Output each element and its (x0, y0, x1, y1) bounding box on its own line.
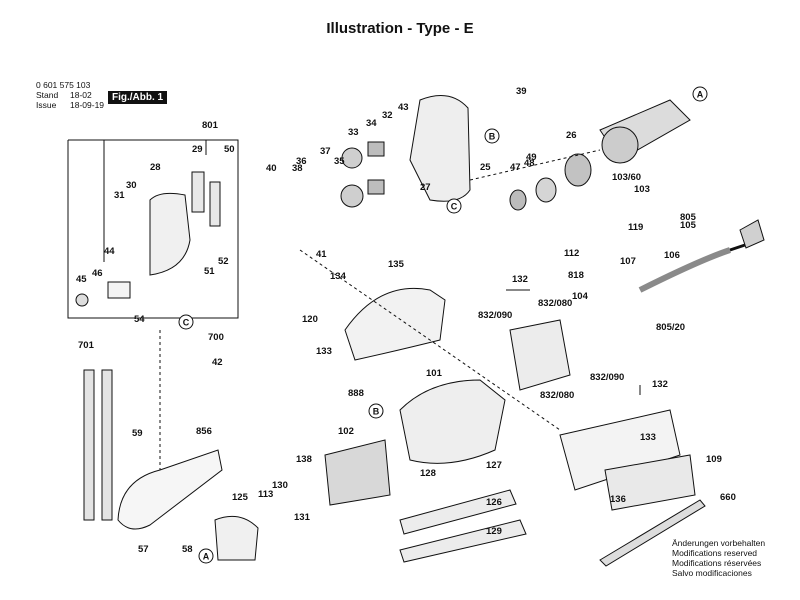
callout-circle (446, 198, 462, 214)
part-label: 130 (272, 480, 288, 491)
part-label: 27 (420, 182, 431, 193)
part-label: 832/090 (478, 310, 512, 321)
callout-letter: A (697, 90, 704, 100)
part-label: 818 (568, 270, 584, 281)
part-label: 52 (218, 256, 229, 267)
part-label: 888 (348, 388, 364, 399)
part-label: 136 (610, 494, 626, 505)
callout-circle (692, 86, 708, 102)
part-label: 48 (524, 158, 535, 169)
part-label: 832/080 (538, 298, 572, 309)
callout-circle (198, 548, 214, 564)
part-label: 135 (388, 259, 405, 270)
part-label: 33 (348, 127, 359, 138)
part-label: 42 (212, 357, 223, 368)
part-label: 132 (512, 274, 528, 285)
part-label: 113 (258, 489, 273, 500)
part-label: 40 (266, 163, 277, 174)
note-line: Änderungen vorbehalten (672, 538, 766, 548)
footer-notes: Änderungen vorbehalten Modifications res… (672, 538, 765, 578)
part-label: 30 (126, 180, 137, 191)
part-label: 805 (680, 212, 697, 223)
part-label: 125 (232, 492, 249, 503)
stand-label: Stand (36, 90, 59, 100)
part-label: 109 (706, 454, 722, 465)
part-label: 660 (720, 492, 736, 503)
part-label: 102 (338, 426, 354, 437)
part-label: 49 (526, 152, 537, 163)
part-label: 131 (294, 512, 311, 523)
part-label: 50 (224, 144, 235, 155)
issue-label: Issue (36, 100, 57, 110)
part-label: 25 (480, 162, 491, 173)
note-line: Modifications réservées (672, 558, 762, 568)
part-label: 54 (134, 314, 145, 325)
document-meta: 0 601 575 103 Stand 18-02 Issue 18-09-19 (36, 80, 104, 110)
note-line: Modifications reserved (672, 548, 758, 558)
callout-letter: A (203, 552, 210, 562)
part-label: 46 (92, 268, 103, 279)
part-label: 112 (564, 248, 579, 259)
page-title: Illustration - Type - E (326, 20, 474, 37)
part-number: 0 601 575 103 (36, 80, 91, 90)
part-label: 107 (620, 256, 636, 267)
part-label: 120 (302, 314, 318, 325)
part-label: 132 (652, 379, 668, 390)
part-label: 133 (640, 432, 656, 443)
part-label: 700 (208, 332, 224, 343)
part-label: 801 (202, 120, 219, 131)
part-label: 119 (628, 222, 643, 233)
callout-circle (368, 403, 384, 419)
part-label: 58 (182, 544, 193, 555)
part-label: 101 (426, 368, 443, 379)
part-label: 103 (634, 184, 650, 195)
part-label: 104 (572, 291, 589, 302)
part-label: 31 (114, 190, 125, 201)
figure-badge: Fig./Abb. 1 (108, 91, 168, 104)
part-label: 832/080 (540, 390, 574, 401)
issue-value: 18-09-19 (70, 100, 105, 110)
callout-letter: B (489, 132, 496, 142)
callout-letter: C (451, 202, 458, 212)
part-label: 28 (150, 162, 161, 173)
part-label: 45 (76, 274, 87, 285)
callout-circle (484, 128, 500, 144)
part-label: 133 (316, 346, 332, 357)
part-label: 805/20 (656, 322, 685, 333)
part-label: 44 (104, 246, 115, 257)
part-label: 138 (296, 454, 312, 465)
part-label: 26 (566, 130, 577, 141)
part-label: 41 (316, 249, 327, 260)
note-line: Salvo modificaciones (672, 568, 752, 578)
part-label: 128 (420, 468, 436, 479)
callout-letter: C (183, 318, 190, 328)
part-label: 39 (516, 86, 527, 97)
part-label: 36 (296, 156, 307, 167)
callout-circle (178, 314, 194, 330)
part-label: 832/090 (590, 372, 624, 383)
part-label: 134 (330, 271, 347, 282)
callout-letter: B (373, 407, 380, 417)
part-label: 103/60 (612, 172, 641, 183)
part-label: 126 (486, 497, 502, 508)
part-label: 32 (382, 110, 393, 121)
part-label: 47 (510, 162, 521, 173)
stand-value: 18-02 (70, 90, 92, 100)
part-label: 37 (320, 146, 331, 157)
part-label: 57 (138, 544, 149, 555)
part-label: 35 (334, 156, 345, 167)
part-label: 856 (196, 426, 212, 437)
part-label: 129 (486, 526, 502, 537)
part-label: 127 (486, 460, 502, 471)
part-label: 29 (192, 144, 203, 155)
part-label: 43 (398, 102, 409, 113)
part-label: 34 (366, 118, 377, 129)
part-label: 38 (292, 163, 303, 174)
part-label: 106 (664, 250, 680, 261)
part-label: 51 (204, 266, 215, 277)
part-label: 59 (132, 428, 143, 439)
part-label: 701 (78, 340, 95, 351)
part-label: 105 (680, 220, 697, 231)
